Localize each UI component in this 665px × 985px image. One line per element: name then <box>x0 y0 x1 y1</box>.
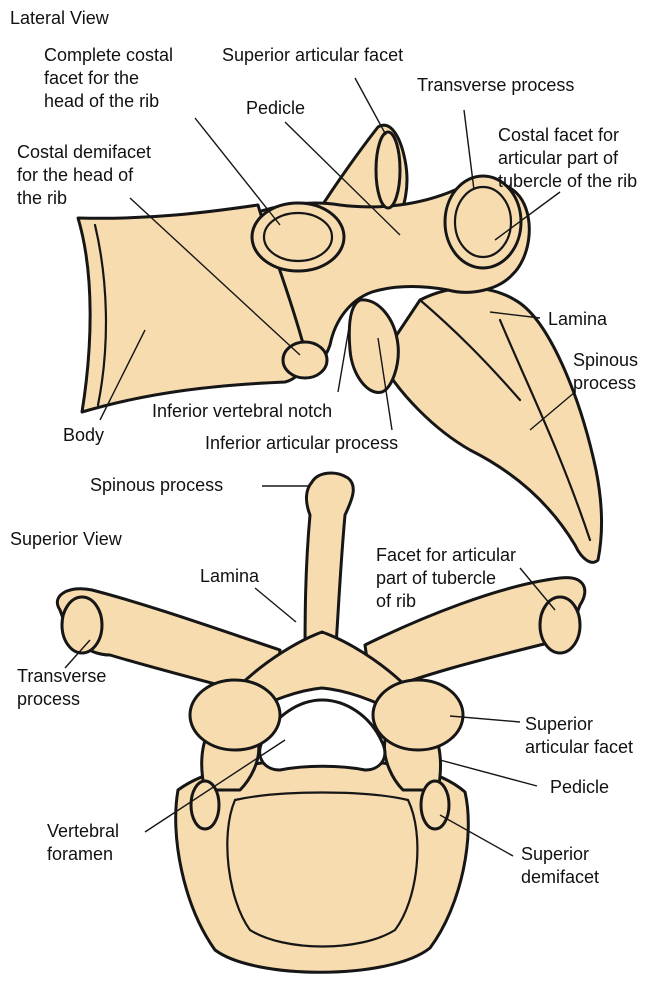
lateral-view-heading: Lateral View <box>10 7 109 30</box>
label-sup-vertebral-foramen: Vertebral foramen <box>47 820 119 866</box>
label-sup-lamina: Lamina <box>200 565 259 588</box>
label-costal-demifacet: Costal demifacet for the head of the rib <box>17 141 151 210</box>
lateral-inferior-articular-process-shape <box>349 300 398 393</box>
superior-left-demifacet <box>191 781 219 829</box>
label-superior-articular-facet: Superior articular facet <box>222 44 403 67</box>
superior-right-tubercle-facet <box>540 597 580 653</box>
label-spinous-process: Spinous process <box>573 349 638 395</box>
lateral-superior-articular-facet <box>376 132 400 208</box>
label-sup-superior-articular-facet: Superior articular facet <box>525 713 633 759</box>
superior-left-articular-facet <box>190 680 280 750</box>
superior-right-articular-facet <box>373 680 463 750</box>
label-body: Body <box>63 424 104 447</box>
label-sup-pedicle: Pedicle <box>550 776 609 799</box>
label-sup-superior-demifacet: Superior demifacet <box>521 843 599 889</box>
superior-spinous-process-shape <box>305 473 353 660</box>
label-sup-spinous-process: Spinous process <box>90 474 223 497</box>
superior-left-tubercle-facet <box>62 597 102 653</box>
label-sup-facet-tubercle: Facet for articular part of tubercle of … <box>376 544 516 613</box>
leader-sup-lamina <box>255 588 296 622</box>
superior-view-heading: Superior View <box>10 528 122 551</box>
leader-sup-pedicle <box>440 760 537 786</box>
label-lamina: Lamina <box>548 308 607 331</box>
superior-right-demifacet <box>421 781 449 829</box>
label-inferior-articular-process: Inferior articular process <box>205 432 398 455</box>
label-inferior-vertebral-notch: Inferior vertebral notch <box>152 400 332 423</box>
label-costal-facet-tubercle: Costal facet for articular part of tuber… <box>498 124 637 193</box>
lateral-costal-demifacet <box>283 342 327 378</box>
label-complete-costal-facet: Complete costal facet for the head of th… <box>44 44 173 113</box>
label-pedicle: Pedicle <box>246 97 305 120</box>
leader-superior-articular-facet <box>355 78 386 135</box>
label-transverse-process: Transverse process <box>417 74 574 97</box>
label-sup-transverse-process: Transverse process <box>17 665 106 711</box>
